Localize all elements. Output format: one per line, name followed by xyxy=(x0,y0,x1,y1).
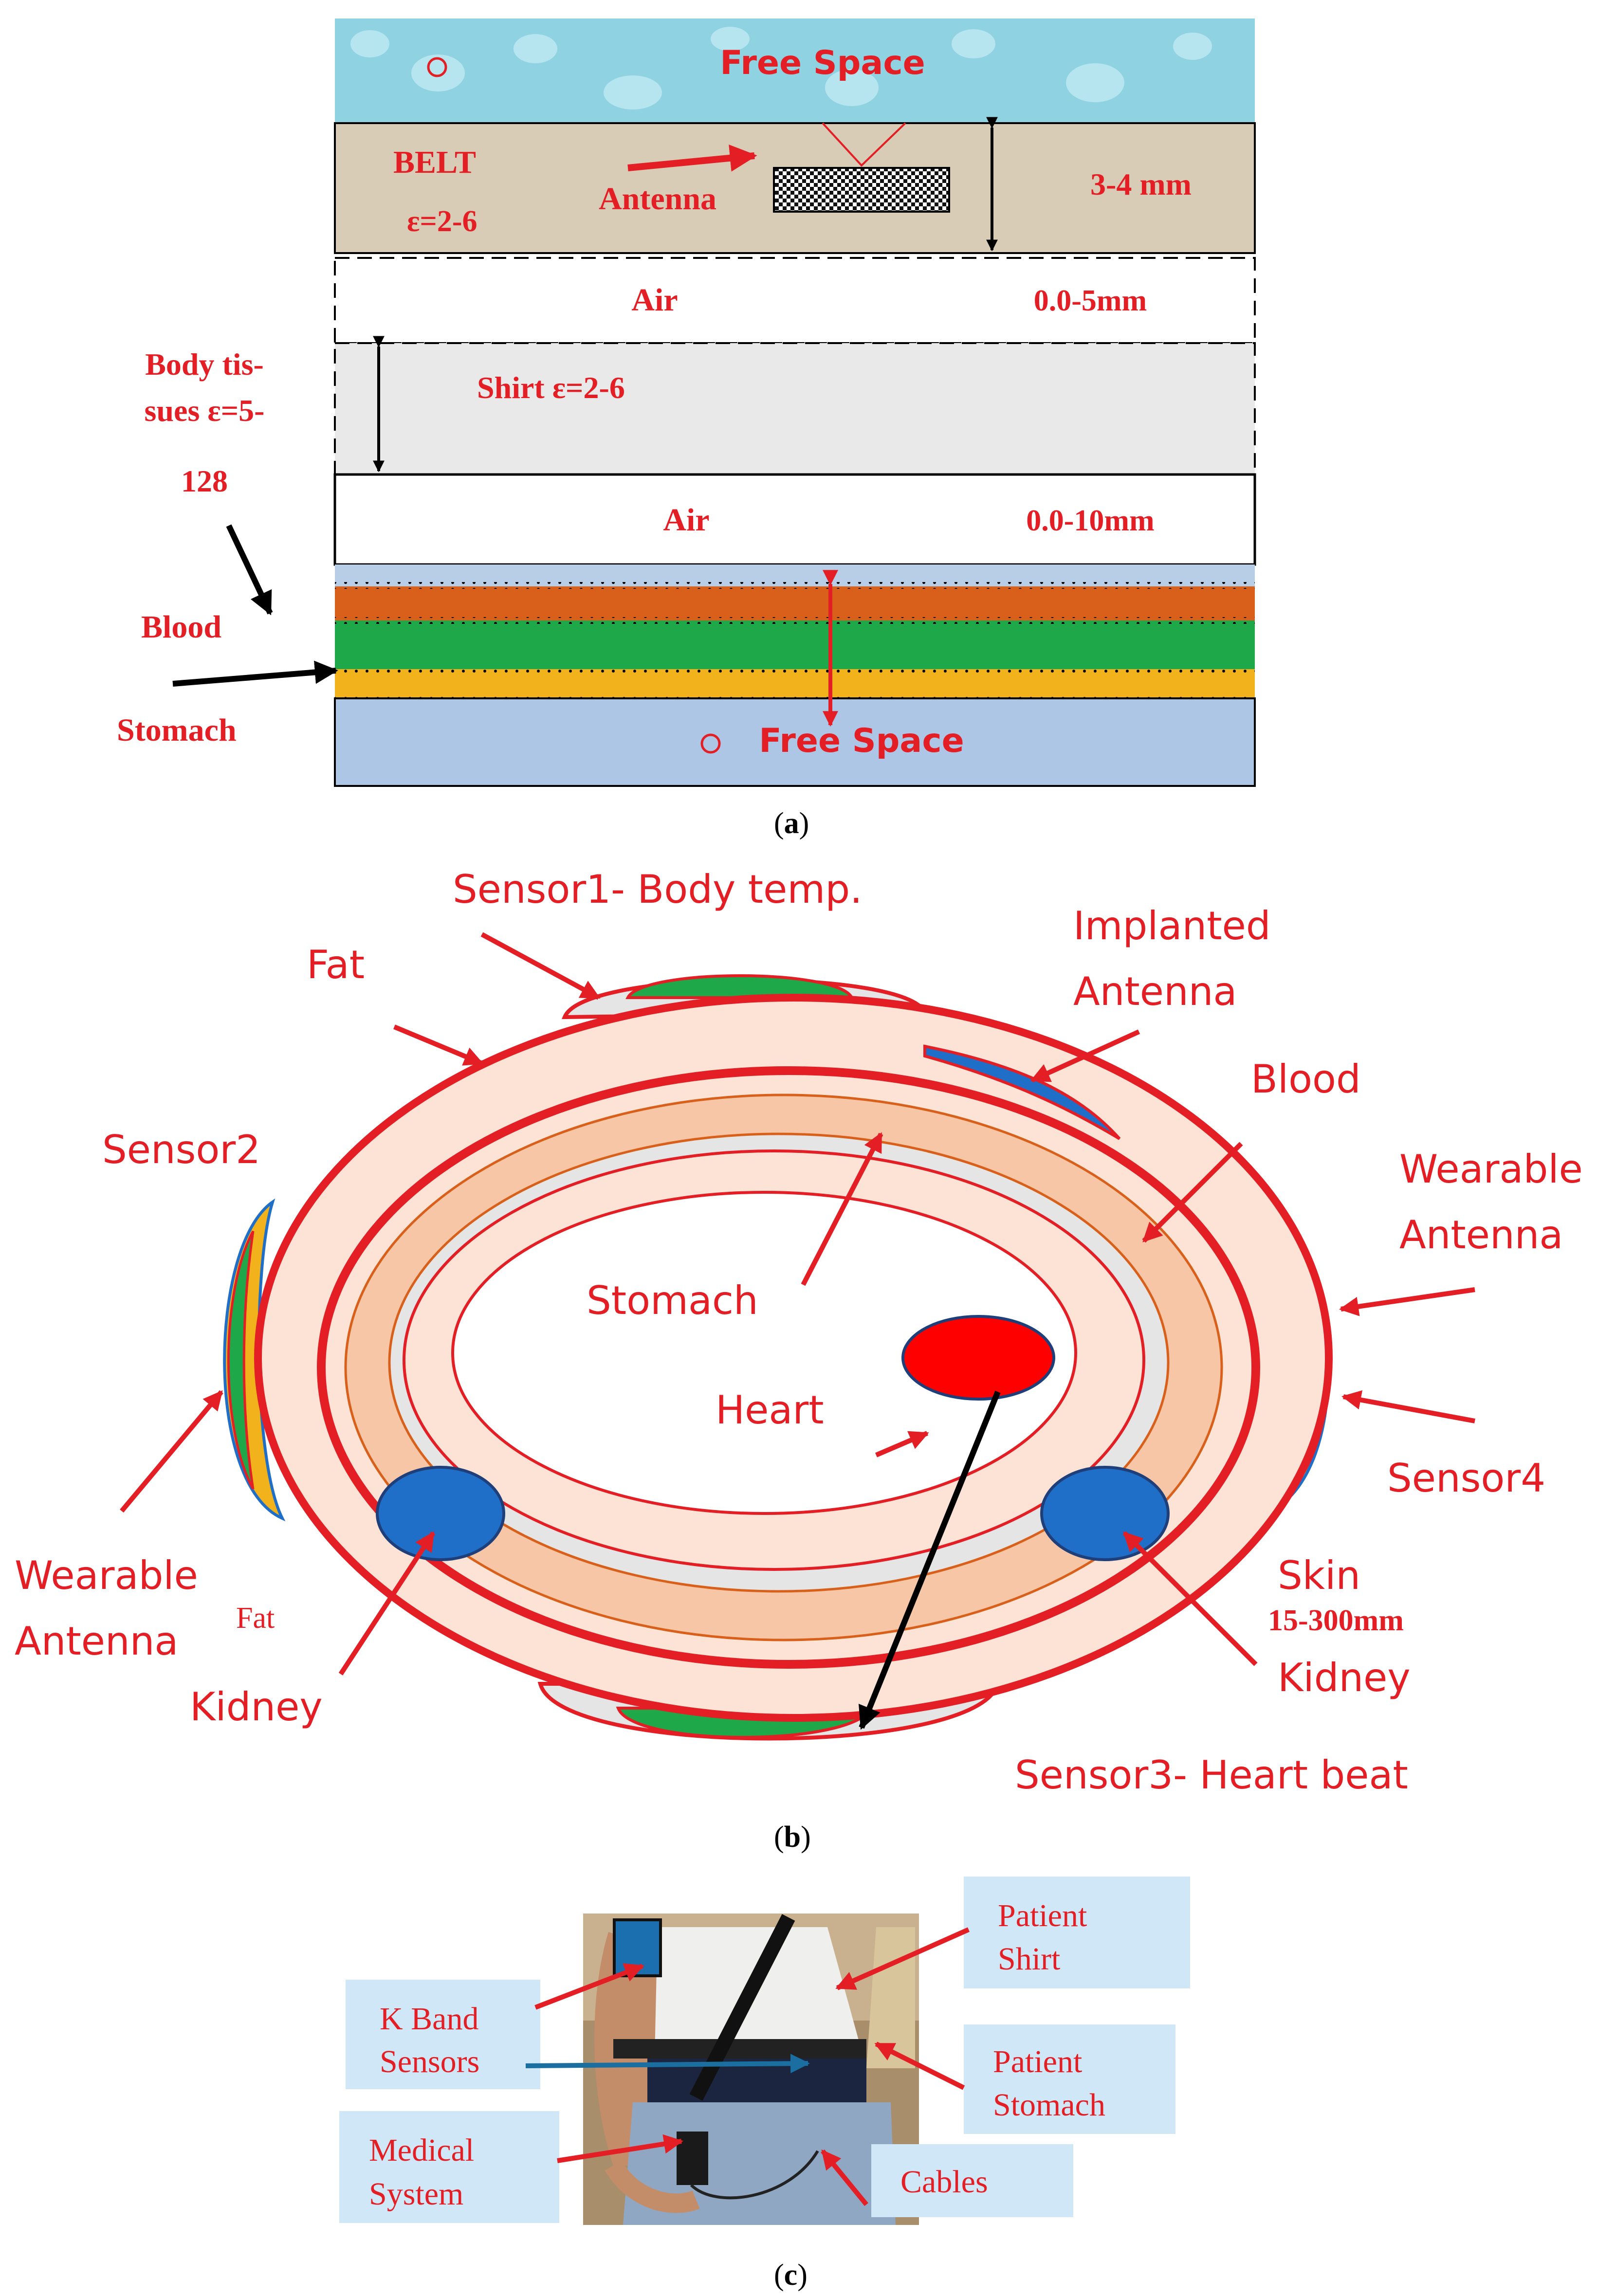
patient-stomach-label-line2: Stomach xyxy=(993,2087,1105,2123)
air-gap-1-label: Air xyxy=(631,282,678,318)
tissue-orange-layer xyxy=(335,586,1255,620)
body-tissues-label-line3: 128 xyxy=(181,464,228,498)
patient-stomach-label-line1: Patient xyxy=(993,2044,1082,2079)
caption-c: (c) xyxy=(774,2259,808,2292)
fat-top-label: Fat xyxy=(307,942,365,987)
k-band-sensors-callout xyxy=(346,1980,540,2089)
skin-label: Skin xyxy=(1278,1553,1360,1598)
antenna-arrow xyxy=(627,144,757,172)
kidney-right-label: Kidney xyxy=(1278,1655,1411,1700)
air-gap-1-thickness: 0.0-5mm xyxy=(1034,284,1147,317)
cables-arrow xyxy=(821,2149,868,2206)
k-band-blue-arrow xyxy=(525,2054,810,2074)
medical-system-label-line1: Medical xyxy=(369,2132,474,2168)
belt-thickness-label: 3-4 mm xyxy=(1090,167,1192,201)
kidney-left-organ xyxy=(376,1466,505,1561)
kidney-left-arrow xyxy=(338,1531,436,1676)
implanted-antenna-label-line2: Antenna xyxy=(1073,969,1237,1014)
sensor1-arrow xyxy=(480,932,601,1000)
tissue-green-layer xyxy=(335,620,1255,669)
wearable-antenna-right-arrow xyxy=(1339,1287,1475,1316)
panel-b: Sensor1- Body temp. Fat Implanted Antenn… xyxy=(15,867,1583,1854)
wearable-antenna-left-label-line1: Wearable xyxy=(15,1553,198,1598)
shirt-label: Shirt ε=2-6 xyxy=(477,370,625,405)
panel-c: Patient Shirt K Band Sensors Patient Sto… xyxy=(339,1877,1190,2292)
air-gap-2 xyxy=(333,473,1256,566)
free-space-bottom-layer xyxy=(334,697,1256,787)
svg-text:(a): (a) xyxy=(774,807,809,840)
patient-photo xyxy=(583,1913,919,2225)
kidney-right-organ xyxy=(1040,1466,1170,1561)
body-tissues-label-line2: sues ε=5- xyxy=(145,393,265,428)
k-band-red-arrow xyxy=(534,1963,644,2010)
cables-callout xyxy=(871,2144,1073,2217)
patient-shirt-callout xyxy=(964,1877,1190,1988)
body-tissues-arrow xyxy=(226,524,273,616)
air-gap-2-label: Air xyxy=(663,502,709,538)
kidney-left-label: Kidney xyxy=(190,1684,323,1730)
stomach-arrow xyxy=(172,660,338,687)
patient-shirt-label-line1: Patient xyxy=(998,1898,1087,1933)
wearable-antenna-left-patch xyxy=(227,1230,255,1490)
medical-system-label-line2: System xyxy=(369,2176,463,2212)
panel-a: Free Space BELT ε=2-6 Antenna 3-4 mm Air… xyxy=(117,18,1256,840)
belt-permittivity: ε=2-6 xyxy=(407,205,477,238)
tissue-yellow-layer xyxy=(335,669,1255,698)
medical-system-callout xyxy=(339,2111,559,2223)
patient-stomach-arrow xyxy=(874,2041,965,2090)
wearable-antenna-left-label-line2: Antenna xyxy=(15,1619,178,1664)
heart-arrow xyxy=(875,1431,929,1458)
belt-label: BELT xyxy=(393,145,476,180)
sensor2-label: Sensor2 xyxy=(102,1127,260,1172)
sensor4-arrow xyxy=(1341,1390,1475,1423)
free-space-bottom-label: Free Space xyxy=(759,722,964,760)
sensor1-label: Sensor1- Body temp. xyxy=(453,867,863,912)
free-space-marker-bottom xyxy=(700,733,721,754)
wearable-antenna-right-label-line2: Antenna xyxy=(1399,1212,1563,1257)
caption-a: (a) xyxy=(774,807,809,840)
patient-shirt-arrow xyxy=(835,1927,970,1990)
fat-bottom-label: Fat xyxy=(236,1602,275,1635)
skin-range-label: 15-300mm xyxy=(1268,1604,1404,1637)
kidney-right-arrow xyxy=(1122,1531,1258,1666)
blood-arrow xyxy=(1142,1142,1243,1243)
shirt-layer xyxy=(334,342,1256,475)
stomach-label-b: Stomach xyxy=(587,1278,758,1323)
heart-label: Heart xyxy=(716,1387,824,1433)
antenna-radiation-lines xyxy=(822,122,906,167)
k-band-label-line1: K Band xyxy=(380,2001,478,2037)
fat-top-arrow xyxy=(393,1024,484,1066)
free-space-top-label: Free Space xyxy=(720,44,925,82)
heart-organ xyxy=(901,1315,1055,1401)
cables-label: Cables xyxy=(900,2164,988,2200)
sensor1-patch xyxy=(625,974,854,999)
implanted-antenna xyxy=(923,1044,1121,1140)
k-band-label-line2: Sensors xyxy=(380,2044,479,2079)
patient-shirt-label-line2: Shirt xyxy=(998,1941,1060,1977)
implanted-antenna-arrow xyxy=(1030,1029,1140,1083)
svg-text:(c): (c) xyxy=(774,2259,808,2292)
blood-label: Blood xyxy=(141,609,221,645)
stomach-arrow-b xyxy=(801,1132,883,1286)
antenna-label: Antenna xyxy=(599,181,716,217)
air-gap-2-thickness: 0.0-10mm xyxy=(1026,504,1154,537)
free-space-marker-top xyxy=(427,57,447,77)
wearable-antenna-left-arrow xyxy=(120,1390,223,1513)
sensor3-label: Sensor3- Heart beat xyxy=(1015,1752,1408,1798)
water-bubbles xyxy=(350,27,1212,109)
heart-to-sensor3-arrow xyxy=(859,1390,1001,1730)
patient-stomach-callout xyxy=(964,2024,1175,2134)
caption-b: (b) xyxy=(774,1821,811,1854)
wearable-antenna-right-label-line1: Wearable xyxy=(1399,1147,1583,1192)
stomach-label: Stomach xyxy=(117,712,237,748)
sensor4-label: Sensor4 xyxy=(1387,1456,1545,1501)
svg-text:(b): (b) xyxy=(774,1821,811,1854)
implanted-antenna-label-line1: Implanted xyxy=(1073,903,1271,948)
blood-label-b: Blood xyxy=(1251,1057,1361,1102)
medical-system-arrow xyxy=(557,2134,683,2163)
antenna-patch xyxy=(773,167,950,213)
body-tissues-label-line1: Body tis- xyxy=(145,347,264,382)
